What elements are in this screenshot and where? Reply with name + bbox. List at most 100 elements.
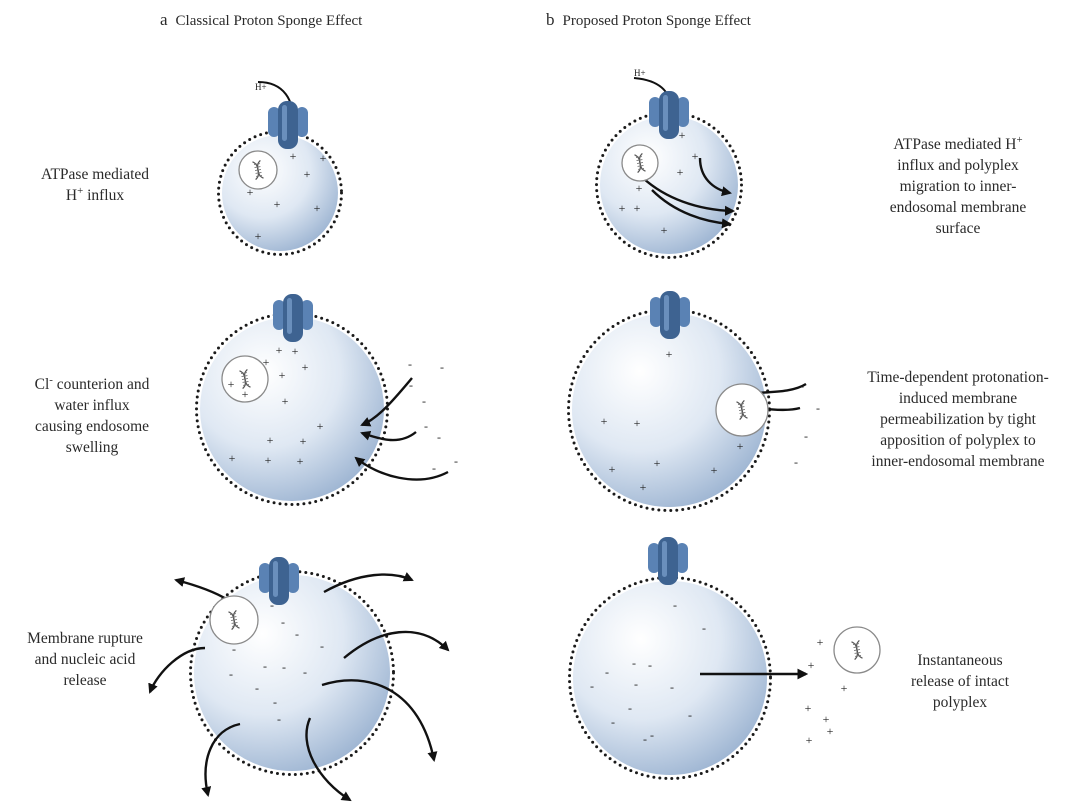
label-line: release	[10, 670, 160, 691]
ion-label: +	[619, 201, 626, 215]
ion-label: -	[437, 430, 441, 444]
ion-label: +	[265, 453, 272, 467]
ion-label: -	[273, 695, 277, 709]
label-text: H	[66, 187, 77, 204]
ion-label: +	[228, 377, 235, 391]
label-line: induced membrane	[848, 388, 1068, 409]
ion-label: +	[242, 387, 249, 401]
ion-label: +	[817, 635, 824, 649]
ion-label: +	[737, 439, 744, 453]
label-line: Instantaneous	[890, 650, 1030, 671]
ion-label: -	[800, 379, 804, 393]
label-line: swelling	[12, 437, 172, 458]
ion-label: +	[636, 181, 643, 195]
label-line: Membrane rupture	[10, 628, 160, 649]
ion-label: -	[270, 598, 274, 612]
ion-label: -	[804, 429, 808, 443]
ion-label: -	[790, 402, 794, 416]
ion-label: -	[277, 712, 281, 726]
ion-label: -	[409, 378, 413, 392]
ion-label: -	[232, 642, 236, 656]
ion-label: -	[281, 615, 285, 629]
ion-label: -	[816, 401, 820, 415]
label-text: counterion and	[53, 376, 149, 393]
ion-label: -	[688, 708, 692, 722]
polyplex-icon	[834, 627, 880, 673]
ion-label: +	[827, 724, 834, 738]
ion-label: +	[263, 355, 270, 369]
ion-label: +	[314, 201, 321, 215]
ion-label: -	[673, 598, 677, 612]
ion-label: -	[424, 419, 428, 433]
ion-label: +	[290, 149, 297, 163]
ion-label: +	[267, 433, 274, 447]
label-text: ATPase mediated H	[893, 136, 1016, 153]
ion-label: -	[432, 461, 436, 475]
ion-label: -	[454, 454, 458, 468]
ion-label: -	[440, 360, 444, 374]
label-line: polyplex	[890, 692, 1030, 713]
ion-label: -	[422, 394, 426, 408]
label-line: water influx	[12, 395, 172, 416]
ion-label: +	[320, 151, 327, 165]
proton-label: H+	[634, 68, 646, 78]
label-line: causing endosome	[12, 416, 172, 437]
label-line: influx and polyplex	[868, 155, 1048, 176]
ion-label: +	[297, 454, 304, 468]
label-sup: +	[1016, 134, 1022, 146]
ion-label: -	[643, 732, 647, 746]
label-line: migration to inner-	[868, 176, 1048, 197]
proton-label: H+	[255, 82, 267, 92]
ion-label: -	[303, 665, 307, 679]
label-line: endosomal membrane	[868, 197, 1048, 218]
ion-label: -	[702, 621, 706, 635]
polyplex-icon	[622, 145, 658, 181]
ion-label: -	[408, 357, 412, 371]
ion-label: +	[609, 462, 616, 476]
ion-label: -	[320, 639, 324, 653]
ion-label: +	[634, 201, 641, 215]
label-line: apposition of polyplex to	[848, 430, 1068, 451]
label-line: and nucleic acid	[10, 649, 160, 670]
ion-label: -	[255, 681, 259, 695]
ion-label: -	[263, 659, 267, 673]
polyplex-icon	[210, 596, 258, 644]
ion-label: -	[794, 455, 798, 469]
ion-label: +	[601, 414, 608, 428]
ion-label: +	[302, 360, 309, 374]
ion-label: +	[292, 344, 299, 358]
ion-label: -	[282, 660, 286, 674]
label-membrane-rupture: Membrane rupture and nucleic acid releas…	[10, 628, 160, 691]
ion-label: +	[229, 451, 236, 465]
ion-label: +	[255, 229, 262, 243]
arrow-icon	[176, 580, 228, 600]
ion-label: -	[648, 658, 652, 672]
ion-label: -	[670, 680, 674, 694]
label-line: Time-dependent protonation-	[848, 367, 1068, 388]
ion-label: +	[654, 456, 661, 470]
ion-label: -	[650, 728, 654, 742]
ion-label: +	[661, 223, 668, 237]
polyplex-icon	[239, 151, 277, 189]
ion-label: +	[317, 419, 324, 433]
ion-label: -	[632, 656, 636, 670]
ion-label: +	[692, 149, 699, 163]
ion-label: +	[841, 681, 848, 695]
label-permeabilization: Time-dependent protonation- induced memb…	[848, 367, 1068, 472]
label-text: Cl	[35, 376, 50, 393]
ion-label: +	[666, 347, 673, 361]
ion-label: +	[276, 343, 283, 357]
label-line: inner-endosomal membrane	[848, 451, 1068, 472]
ion-label: +	[282, 394, 289, 408]
ion-label: +	[300, 434, 307, 448]
ion-label: +	[274, 197, 281, 211]
label-text: influx	[83, 187, 124, 204]
polyplex-icon	[716, 384, 768, 436]
ion-label: +	[805, 701, 812, 715]
label-atpase-influx-a: ATPase mediated H+ influx	[20, 164, 170, 206]
ion-label: -	[590, 679, 594, 693]
ion-label: +	[711, 463, 718, 477]
ion-label: -	[295, 627, 299, 641]
ion-label: -	[611, 715, 615, 729]
